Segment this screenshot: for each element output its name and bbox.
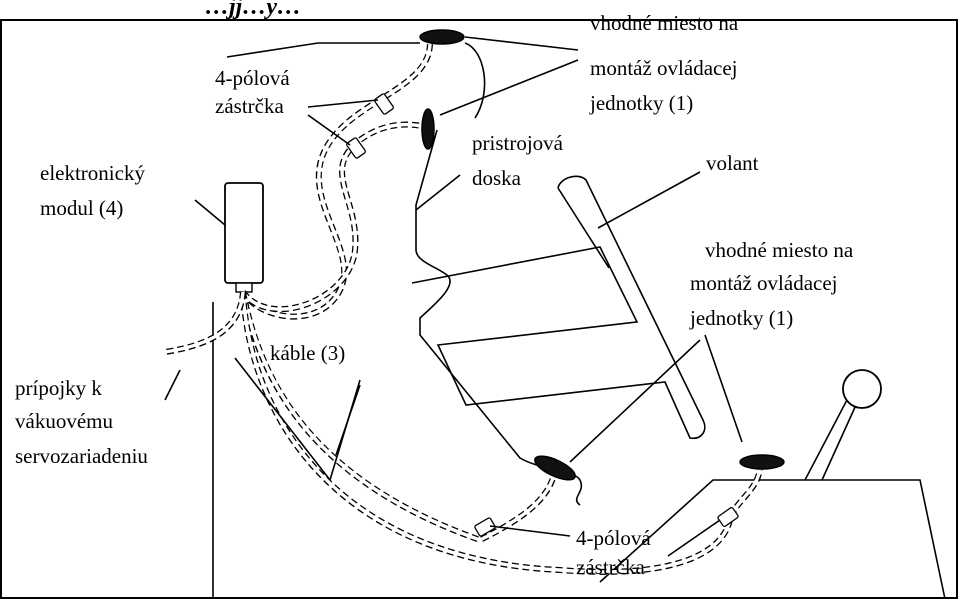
label-connector-bottom-line1: 4-pólová xyxy=(576,526,651,550)
label-connector-bottom-line2: zástrčka xyxy=(576,555,645,579)
connector-bottom-a xyxy=(474,517,496,537)
mount-spot-lower xyxy=(534,455,576,481)
label-vacuum-line1: prípojky k xyxy=(15,376,102,400)
label-vacuum-line2: vákuovému xyxy=(15,409,113,433)
cable-to-dashboard-side xyxy=(240,121,431,313)
connector-top-b xyxy=(346,137,366,159)
label-mount-right-line2: montáž ovládacej xyxy=(690,271,838,295)
steering-wheel xyxy=(411,175,706,440)
label-connector-top-line1: 4-pólová xyxy=(215,66,290,90)
label-mount-top-line3: jednotky (1) xyxy=(589,91,693,115)
label-module-line1: elektronický xyxy=(40,161,145,185)
gear-lever xyxy=(804,397,857,481)
label-connector-top-line2: zástrčka xyxy=(215,94,284,118)
mount-spot-dashboard xyxy=(421,108,435,150)
label-module-line2: modul (4) xyxy=(40,196,123,220)
module-connector xyxy=(235,282,253,293)
center-console xyxy=(599,479,946,599)
connector-bottom-b xyxy=(717,507,739,527)
label-vacuum-line3: servozariadeniu xyxy=(15,444,148,468)
label-mount-right-line3: jednotky (1) xyxy=(689,306,793,330)
label-dashboard-line1: pristrojová xyxy=(472,131,564,155)
label-cables: káble (3) xyxy=(270,341,345,365)
diagram-frame xyxy=(0,19,958,599)
label-mount-right-line1: vhodné miesto na xyxy=(705,238,854,262)
header-fragment: …jj…y… xyxy=(205,0,301,20)
label-mount-top-line1: vhodné miesto na xyxy=(590,11,739,35)
label-steering-wheel: volant xyxy=(706,151,759,175)
gear-knob xyxy=(842,369,882,409)
label-dashboard-line2: doska xyxy=(472,166,522,190)
mount-spot-top xyxy=(419,29,465,45)
mount-spot-console xyxy=(739,454,785,470)
dashboard-outline xyxy=(226,42,583,506)
connector-top-a xyxy=(374,93,394,115)
label-mount-top-line2: montáž ovládacej xyxy=(590,56,738,80)
cable-bundle xyxy=(164,42,763,575)
leader-lines xyxy=(164,36,743,557)
electronic-module xyxy=(224,182,264,284)
